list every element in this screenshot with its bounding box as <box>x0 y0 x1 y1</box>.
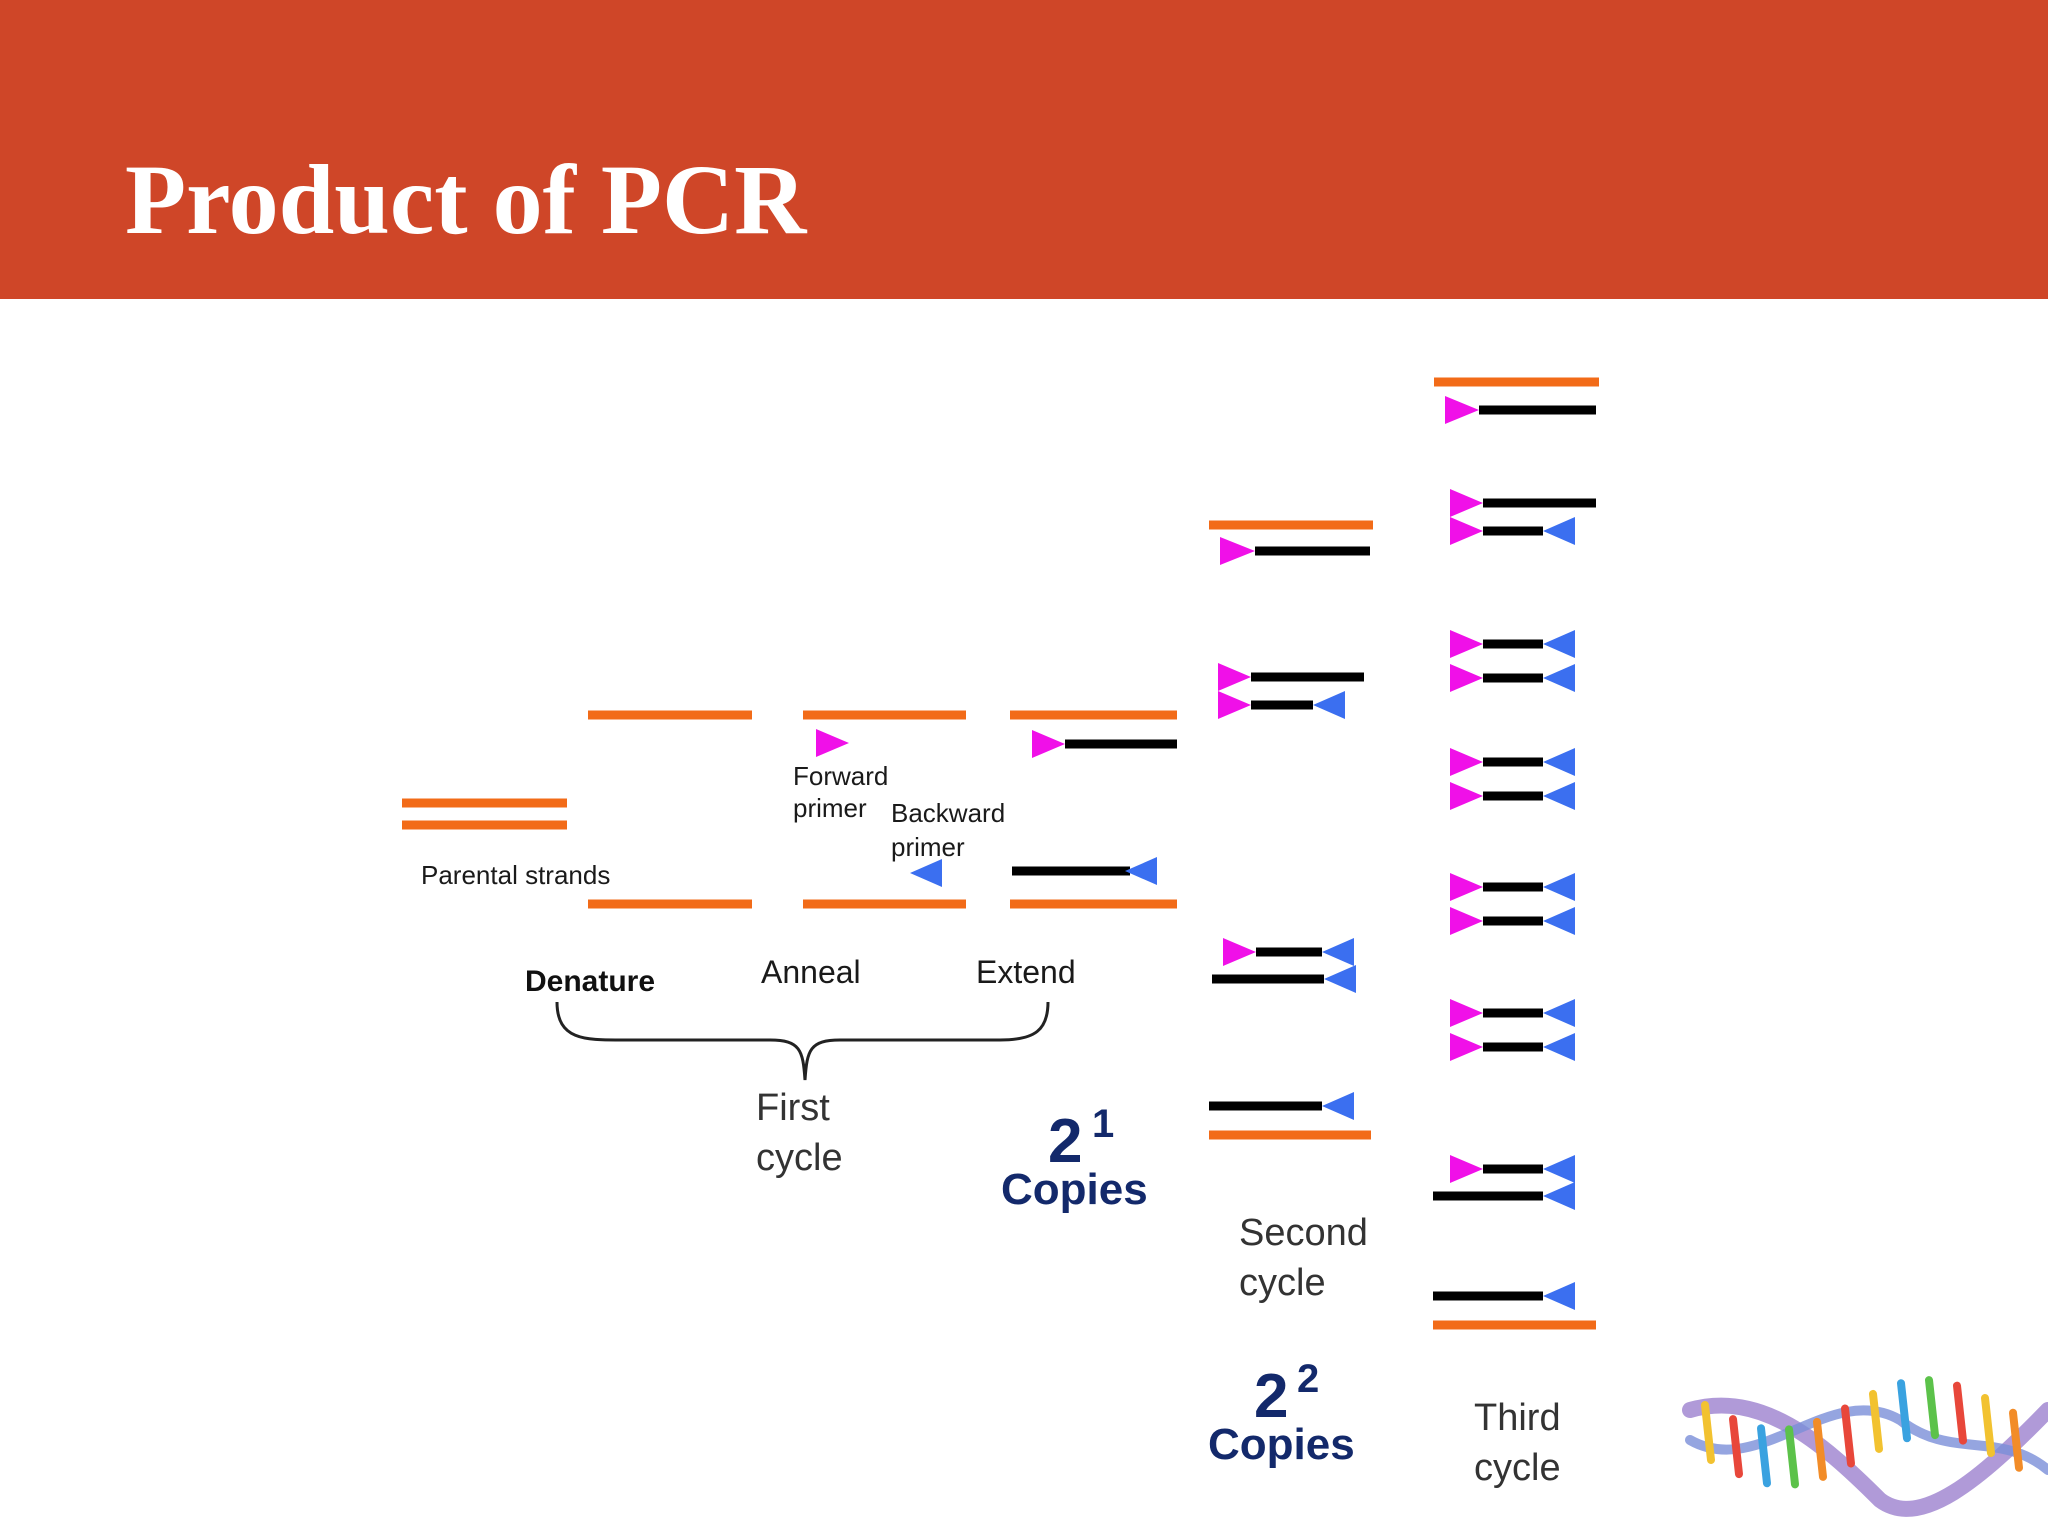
second-cycle-label: Second <box>1239 1212 1368 1254</box>
backward-primer-icon <box>1125 857 1157 885</box>
forward-primer-icon <box>1223 938 1256 966</box>
dna-base-pair <box>1981 1394 1995 1458</box>
backward-primer-icon <box>1543 664 1575 692</box>
copies-power-exponent: 1 <box>1092 1102 1114 1146</box>
backward-primer-icon <box>1322 938 1354 966</box>
backward-primer-icon <box>1543 630 1575 658</box>
dna-base-pair <box>1925 1376 1939 1440</box>
extend-label: Extend <box>976 954 1076 990</box>
forward-primer-icon <box>1450 489 1483 517</box>
copies-power-base: 2 <box>1254 1362 1288 1431</box>
copies-label: Copies <box>1208 1420 1355 1469</box>
forward-primer-icon <box>1450 630 1483 658</box>
dna-backbone <box>1682 1397 2048 1517</box>
dna-base-pair <box>1701 1401 1715 1464</box>
third-cycle-label: Third <box>1474 1397 1561 1439</box>
copies-power-base: 2 <box>1048 1107 1082 1176</box>
forward-primer-label: Forward <box>793 761 888 791</box>
backward-primer-icon <box>1543 873 1575 901</box>
anneal-step <box>803 710 966 909</box>
forward-primer-icon <box>1450 748 1483 776</box>
second-cycle-label: cycle <box>1239 1262 1326 1304</box>
parental-strands <box>402 798 567 830</box>
dna-base-pair <box>2009 1408 2023 1472</box>
forward-primer-icon <box>1450 999 1483 1027</box>
backward-primer-icon <box>1313 691 1345 719</box>
dna-base-pair <box>1785 1425 1799 1489</box>
backward-primer-label: primer <box>891 832 965 862</box>
backward-primer-icon <box>1543 748 1575 776</box>
anneal-label: Anneal <box>761 954 861 990</box>
third-cycle-label: cycle <box>1474 1447 1561 1489</box>
slide-title: Product of PCR <box>125 144 807 255</box>
first-cycle-label: cycle <box>756 1137 843 1179</box>
dna-base-pair <box>1813 1417 1827 1481</box>
forward-primer-icon <box>1450 664 1483 692</box>
denature-step <box>588 710 752 909</box>
backward-primer-icon <box>1543 517 1575 545</box>
forward-primer-icon <box>1218 691 1251 719</box>
second-cycle-products <box>1209 520 1373 1140</box>
forward-primer-icon <box>1450 517 1483 545</box>
third-cycle-products <box>1434 377 1599 545</box>
dna-base-pair <box>1757 1424 1771 1488</box>
backward-primer-icon <box>1324 965 1356 993</box>
backward-primer-icon <box>1543 1182 1575 1210</box>
forward-primer-icon <box>1445 396 1479 424</box>
dna-base-pair <box>1953 1381 1967 1445</box>
third-cycle-bottom-products <box>1433 1155 1596 1330</box>
forward-primer-icon <box>1450 1033 1483 1061</box>
copies-power-exponent: 2 <box>1297 1357 1319 1401</box>
forward-primer-label: primer <box>793 793 867 823</box>
third-cycle-double-primer-pairs <box>1450 630 1575 1061</box>
forward-primer-icon <box>1220 537 1255 565</box>
dna-base-pair <box>1897 1379 1911 1443</box>
backward-primer-icon <box>1543 1155 1575 1183</box>
backward-primer-icon <box>1543 1282 1575 1310</box>
dna-base-pair <box>1729 1415 1743 1479</box>
backward-primer-icon <box>1543 999 1575 1027</box>
backward-primer-icon <box>910 859 942 887</box>
backward-primer-icon <box>1322 1092 1354 1120</box>
denature-label: Denature <box>525 965 655 998</box>
title-bar <box>0 0 2048 299</box>
dna-base-pair <box>1869 1389 1883 1453</box>
backward-primer-icon <box>1543 782 1575 810</box>
first-cycle-label: First <box>756 1087 830 1129</box>
forward-primer-icon <box>1032 730 1065 758</box>
first-cycle-brace <box>555 1001 1050 1081</box>
backward-primer-icon <box>1543 907 1575 935</box>
forward-primer-icon <box>1218 663 1251 691</box>
forward-primer-icon <box>1450 782 1483 810</box>
backward-primer-label: Backward <box>891 798 1005 828</box>
forward-primer-icon <box>816 729 849 757</box>
backward-primer-icon <box>1543 1033 1575 1061</box>
forward-primer-icon <box>1450 907 1483 935</box>
dna-base-pair <box>1841 1404 1855 1468</box>
extend-step <box>1010 710 1177 909</box>
forward-primer-icon <box>1450 873 1483 901</box>
forward-primer-icon <box>1450 1155 1483 1183</box>
parental-strands-label: Parental strands <box>421 860 610 890</box>
dna-helix-icon <box>1682 1376 2048 1517</box>
copies-label: Copies <box>1001 1165 1148 1214</box>
dna-backbone <box>1685 1405 2048 1475</box>
